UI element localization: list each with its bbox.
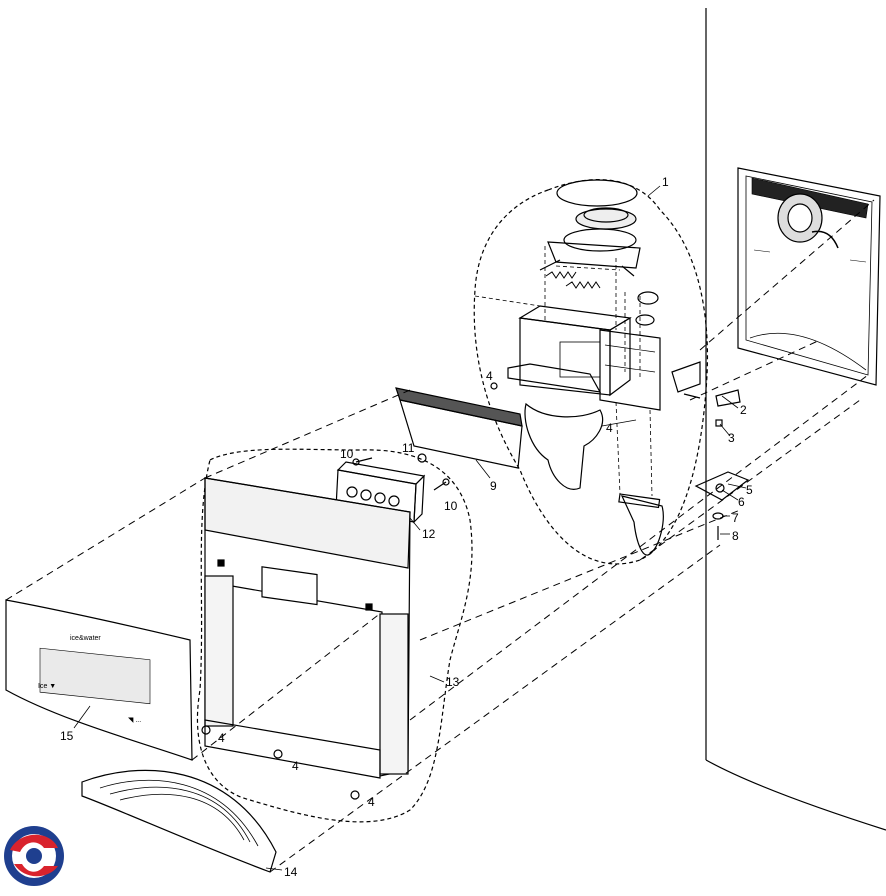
callout-4-upper: 4 [486, 369, 493, 383]
callout-2: 2 [740, 403, 747, 417]
callout-4-center: 4 [292, 759, 299, 773]
fridge-cabinet-edge [705, 8, 886, 831]
assembly-1-outline [473, 179, 709, 565]
part-13-dispenser-frame [204, 477, 411, 779]
callout-leaders [73, 185, 747, 871]
faceplate-small-logo: ◥ ... [128, 717, 141, 724]
part-12-control-module [335, 461, 426, 524]
springs [545, 271, 601, 289]
part-15-faceplate [5, 599, 193, 761]
callout-4-left: 4 [218, 731, 225, 745]
callout-12: 12 [422, 527, 436, 541]
callout-4-middle: 4 [606, 421, 613, 435]
frame-13-outline [196, 448, 473, 823]
dispenser-recess [737, 167, 881, 386]
callout-6: 6 [738, 495, 745, 509]
callout-9: 9 [490, 479, 497, 493]
callout-5: 5 [746, 483, 753, 497]
callout-15: 15 [60, 729, 74, 743]
part-14-drip-tray [81, 769, 277, 873]
callout-4-right: 4 [368, 795, 375, 809]
callout-7: 7 [732, 511, 739, 525]
corner-logo [4, 826, 64, 886]
callout-10-left: 10 [340, 447, 354, 461]
callout-1: 1 [662, 175, 669, 189]
callout-8: 8 [732, 529, 739, 543]
callout-3: 3 [728, 431, 735, 445]
alignment-dashes [5, 199, 875, 873]
faceplate-mode-label: Ice ▼ [38, 683, 56, 690]
ice-chute [524, 402, 604, 490]
screws-10-11 [352, 453, 450, 491]
dispenser-cover-discs [539, 179, 641, 277]
faceplate-brand-script: ice&water [70, 635, 101, 642]
part-9-drip-trim [395, 387, 523, 469]
callout-14: 14 [284, 865, 298, 879]
callout-11: 11 [402, 441, 415, 455]
callout-10-right: 10 [444, 499, 458, 513]
callout-13: 13 [446, 675, 460, 689]
assembly-dashed-leaders [474, 246, 653, 497]
screws-4 [201, 382, 498, 800]
dispenser-housing [507, 291, 701, 411]
actuator-paddle [620, 495, 664, 556]
